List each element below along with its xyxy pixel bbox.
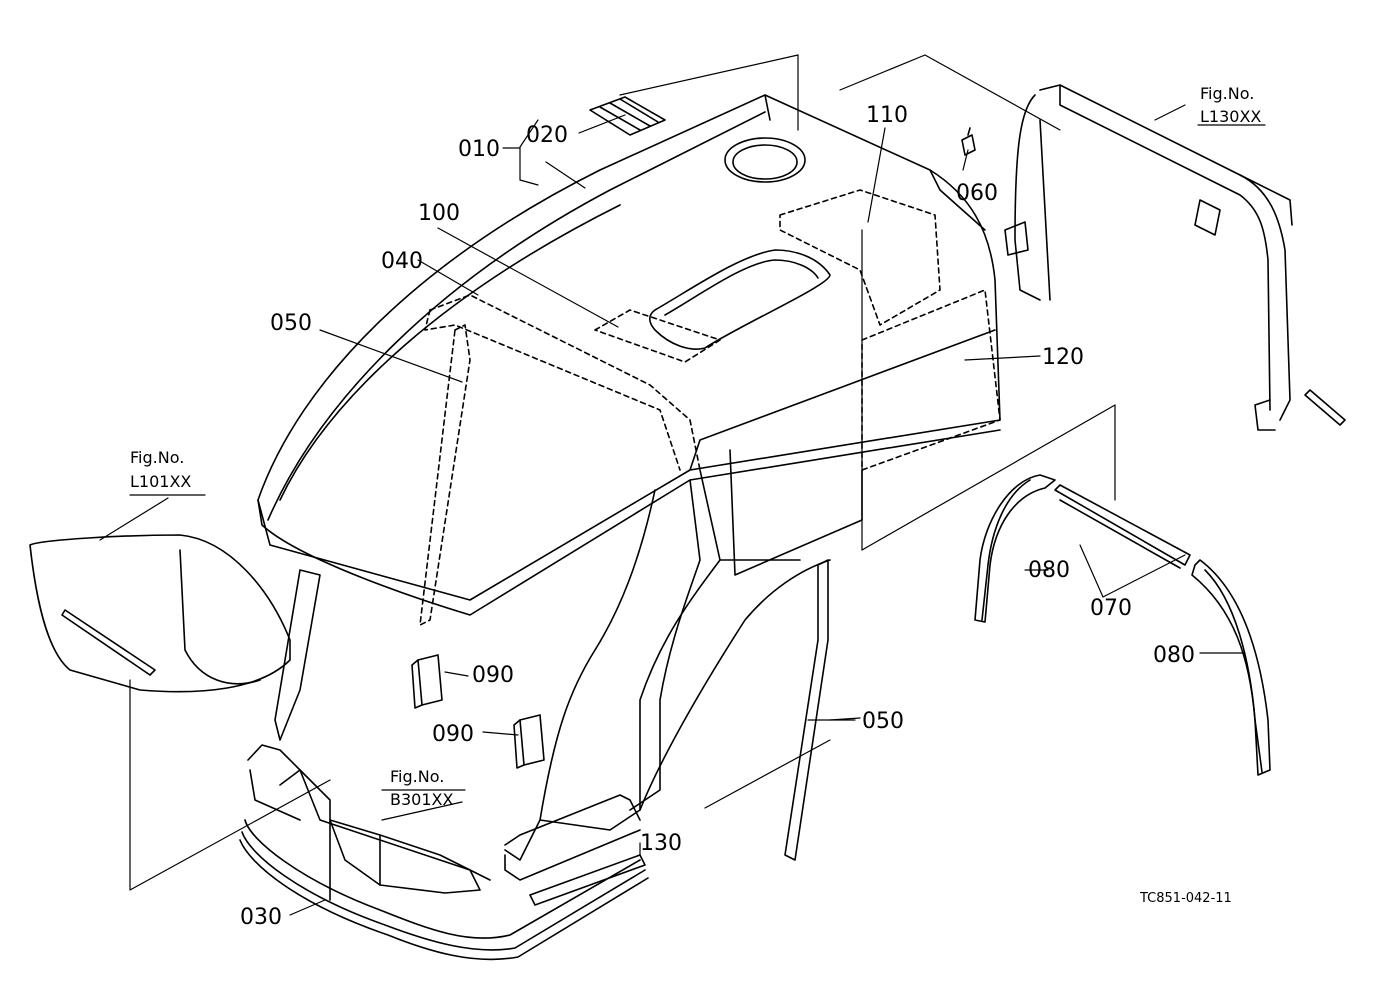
figref-l130-code: L130XX (1200, 107, 1261, 126)
label-080-b: 080 (1153, 643, 1195, 668)
rear-pillar-lower (504, 794, 641, 881)
label-050-a: 050 (270, 311, 312, 336)
label-110: 110 (866, 103, 908, 128)
front-windshield (29, 534, 291, 693)
part-050-strip (784, 559, 829, 861)
cab-floor-pan (239, 744, 649, 961)
label-010: 010 (458, 137, 500, 162)
figref-b301-title: Fig.No. (390, 767, 444, 786)
leader-lines (99, 54, 1266, 916)
label-090-b: 090 (432, 722, 474, 747)
front-pillar-left (274, 324, 471, 741)
cab-roof-shell (257, 94, 1001, 616)
figref-b301-code: B301XX (390, 790, 453, 809)
figref-l101-title: Fig.No. (130, 448, 184, 467)
block-090-b (513, 714, 545, 769)
cab-side-frame (504, 449, 863, 861)
label-120: 120 (1042, 345, 1084, 370)
part-120-outline (861, 289, 1001, 471)
label-040: 040 (381, 249, 423, 274)
label-130: 130 (640, 831, 682, 856)
part-040-seal (429, 294, 701, 471)
label-100: 100 (418, 201, 460, 226)
part-100-outline (594, 309, 721, 363)
rops-frame (1004, 84, 1346, 431)
label-070: 070 (1090, 596, 1132, 621)
label-030: 030 (240, 905, 282, 930)
decal-020 (589, 96, 666, 136)
part-080-right (1191, 559, 1271, 776)
part-070-strip (1054, 484, 1191, 569)
part-080-left (974, 474, 1056, 623)
block-090-a (411, 654, 443, 709)
bolt-060 (961, 127, 976, 156)
drawing-code: TC851-042-11 (1139, 891, 1232, 906)
label-060: 060 (956, 181, 998, 206)
part-110-outline (779, 189, 941, 326)
part-130-strip (529, 854, 646, 906)
figref-l130-title: Fig.No. (1200, 84, 1254, 103)
label-090-a: 090 (472, 663, 514, 688)
figref-l101-code: L101XX (130, 472, 191, 491)
label-020: 020 (526, 123, 568, 148)
label-080-a: 080 (1028, 558, 1070, 583)
roof-decal (648, 249, 831, 350)
step-bracket (329, 819, 481, 894)
label-050-b: 050 (862, 709, 904, 734)
